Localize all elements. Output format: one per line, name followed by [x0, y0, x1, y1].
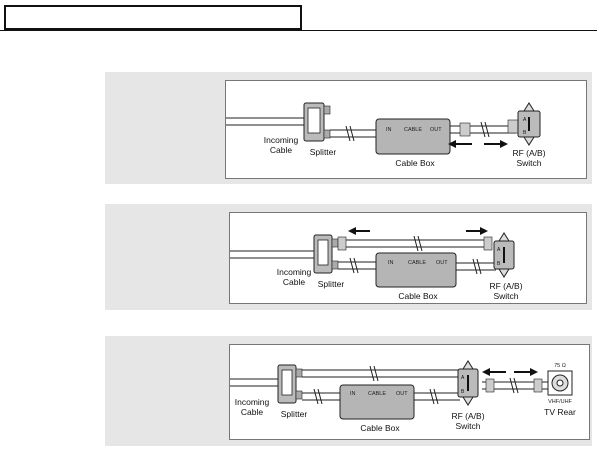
incoming-cable-label: Cable — [283, 277, 305, 287]
splitter-icon — [277, 364, 303, 404]
rf-switch-label: RF (A/B) — [489, 281, 522, 291]
cable-box-label: Cable Box — [360, 423, 400, 433]
splitter-label: Splitter — [281, 409, 308, 419]
cable-box-label: Cable Box — [398, 291, 438, 301]
direction-arrows — [448, 140, 508, 148]
direction-arrows — [482, 368, 538, 376]
coax-cable — [337, 235, 493, 252]
splitter-label: Splitter — [310, 147, 337, 157]
coax-cable — [330, 125, 376, 142]
cable-box-icon: IN CABLE OUT — [375, 252, 457, 288]
cable-box-diagram-2: IN CABLE OUT A — [230, 227, 523, 301]
section-title-box — [4, 5, 302, 30]
svg-text:A: A — [523, 117, 527, 123]
incoming-cable — [226, 117, 304, 126]
splitter-label: Splitter — [318, 279, 345, 289]
svg-text:B: B — [497, 261, 501, 267]
coax-cable — [414, 388, 460, 405]
diagram-panel-2: IN CABLE OUT A — [105, 204, 592, 310]
coax-cable — [482, 377, 548, 394]
cable-box-port-cable: CABLE — [404, 127, 422, 133]
tv-impedance-label: 75 Ω — [554, 363, 566, 369]
rf-switch-label: Switch — [516, 158, 541, 168]
cable-box-diagram-3: IN CABLE OUT A B — [230, 360, 576, 433]
cable-box-label: Cable Box — [395, 158, 435, 168]
coax-cable — [338, 257, 376, 274]
header-rule — [0, 30, 597, 31]
svg-text:B: B — [461, 389, 465, 395]
coax-cable — [302, 388, 340, 405]
cable-box-icon: IN CABLE OUT — [339, 384, 415, 420]
diagram-panel-3: IN CABLE OUT A B — [105, 336, 592, 446]
cable-box-port-in: IN — [386, 127, 392, 133]
incoming-cable — [230, 250, 314, 259]
rf-switch-label: RF (A/B) — [512, 148, 545, 158]
tv-band-label: VHF/UHF — [548, 399, 572, 405]
cable-box-port-out: OUT — [396, 391, 408, 397]
incoming-cable-label: Incoming — [264, 135, 299, 145]
cable-box-port-out: OUT — [430, 127, 442, 133]
direction-arrows — [348, 227, 488, 235]
coax-cable — [302, 365, 458, 382]
rf-switch-icon: A B — [493, 232, 515, 278]
cable-box-icon: IN CABLE OUT — [375, 118, 451, 155]
rf-switch-icon: A B — [457, 360, 479, 406]
incoming-cable-label: Incoming — [235, 397, 270, 407]
splitter-icon — [313, 234, 339, 274]
incoming-cable-label: Incoming — [277, 267, 312, 277]
incoming-cable-label: Cable — [241, 407, 263, 417]
incoming-cable-label: Cable — [270, 145, 292, 155]
tv-antenna-terminal-icon — [547, 370, 573, 396]
coax-cable — [456, 258, 496, 275]
diagram-figure-3: IN CABLE OUT A B — [229, 344, 590, 440]
diagram-figure-2: IN CABLE OUT A — [229, 212, 587, 304]
cable-box-port-out: OUT — [436, 260, 448, 266]
coax-cable — [450, 119, 519, 138]
cable-box-port-in: IN — [388, 260, 394, 266]
rf-switch-icon: A B — [517, 102, 541, 146]
rf-switch-label: RF (A/B) — [451, 411, 484, 421]
rf-switch-label: Switch — [455, 421, 480, 431]
tv-rear-label: TV Rear — [544, 407, 576, 417]
svg-text:A: A — [497, 247, 501, 253]
diagram-panel-1: IN CABLE OUT — [105, 72, 592, 184]
incoming-cable — [230, 378, 278, 387]
cable-box-diagram-1: IN CABLE OUT — [226, 102, 546, 168]
rf-switch-label: Switch — [493, 291, 518, 301]
cable-box-port-in: IN — [350, 391, 356, 397]
cable-box-port-cable: CABLE — [368, 391, 386, 397]
diagram-figure-1: IN CABLE OUT — [225, 80, 587, 179]
cable-box-port-cable: CABLE — [408, 260, 426, 266]
svg-text:B: B — [523, 130, 527, 136]
svg-text:A: A — [461, 375, 465, 381]
splitter-icon — [303, 102, 331, 142]
